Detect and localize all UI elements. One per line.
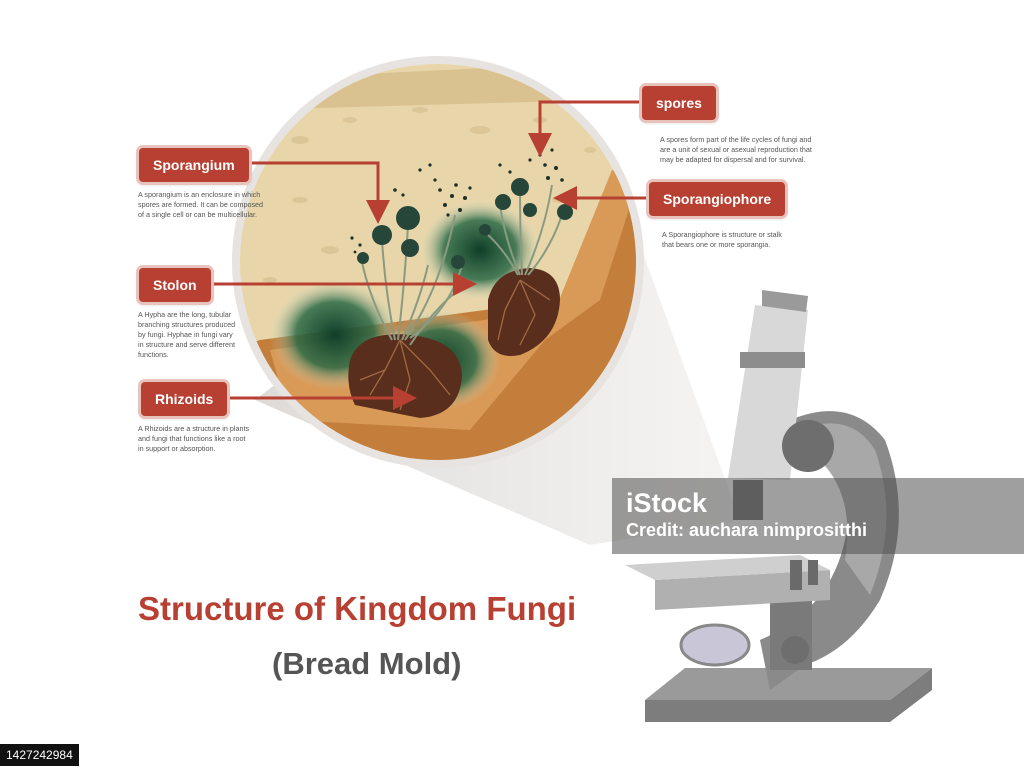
microscope-mirror bbox=[679, 623, 751, 667]
desc-line: functions. bbox=[138, 350, 169, 359]
desc-sporangium: A sporangium is an enclosure in which sp… bbox=[138, 190, 288, 220]
label-sporangium: Sporangium bbox=[139, 148, 249, 182]
label-stolon: Stolon bbox=[139, 268, 211, 302]
label-sporangiophore: Sporangiophore bbox=[649, 182, 786, 216]
desc-stolon: A Hypha are the long, tubular branching … bbox=[138, 310, 278, 360]
leader-sporangium bbox=[230, 161, 390, 224]
diagram-title: Structure of Kingdom Fungi bbox=[138, 590, 577, 627]
desc-rhizoids: A Rhizoids are a structure in plants and… bbox=[138, 424, 298, 454]
desc-line: in support or absorption. bbox=[138, 444, 216, 453]
desc-line: A spores form part of the life cycles of… bbox=[660, 135, 812, 144]
desc-line: spores are formed. It can be composed bbox=[138, 200, 264, 209]
desc-sporangiophore: A Sporangiophore is structure or stalk t… bbox=[662, 230, 822, 250]
watermark-brand: iStock bbox=[626, 488, 708, 518]
watermark-author: Credit: auchara nimprositthi bbox=[626, 520, 868, 540]
desc-line: A Hypha are the long, tubular bbox=[138, 310, 232, 319]
label-rhizoids: Rhizoids bbox=[141, 382, 228, 416]
desc-spores: A spores form part of the life cycles of… bbox=[660, 135, 860, 165]
microscope-coarse-knob bbox=[782, 420, 834, 472]
microscope-base bbox=[645, 668, 932, 722]
label-spores: spores bbox=[642, 86, 716, 120]
desc-line: of a single cell or can be multicellular… bbox=[138, 210, 258, 219]
microscope-eyepiece bbox=[762, 290, 808, 312]
desc-line: that bears one or more sporangia. bbox=[662, 240, 771, 249]
leader-spores bbox=[528, 100, 640, 157]
rhizoid-mound bbox=[488, 268, 560, 356]
desc-line: A Rhizoids are a structure in plants bbox=[138, 424, 250, 433]
desc-line: are a unit of sexual or asexual reproduc… bbox=[660, 145, 812, 154]
desc-line: may be adapted for dispersal and for sur… bbox=[660, 155, 806, 164]
magnified-view bbox=[232, 56, 644, 468]
desc-line: A sporangium is an enclosure in which bbox=[138, 190, 261, 199]
watermark-overlay: iStock Credit: auchara nimprositthi bbox=[612, 478, 1024, 554]
diagram-subtitle: (Bread Mold) bbox=[272, 646, 462, 681]
desc-line: branching structures produced bbox=[138, 320, 236, 329]
desc-line: A Sporangiophore is structure or stalk bbox=[662, 230, 782, 239]
desc-line: by fungi. Hyphae in fungi vary bbox=[138, 330, 233, 339]
microscope-stage bbox=[655, 570, 830, 610]
desc-line: and fungi that functions like a root bbox=[138, 434, 246, 443]
desc-line: in structure and serve different bbox=[138, 340, 235, 349]
stock-id-badge: 1427242984 bbox=[0, 744, 79, 766]
rhizoid-mound bbox=[348, 334, 462, 418]
microscope-fine-knob bbox=[781, 636, 809, 664]
